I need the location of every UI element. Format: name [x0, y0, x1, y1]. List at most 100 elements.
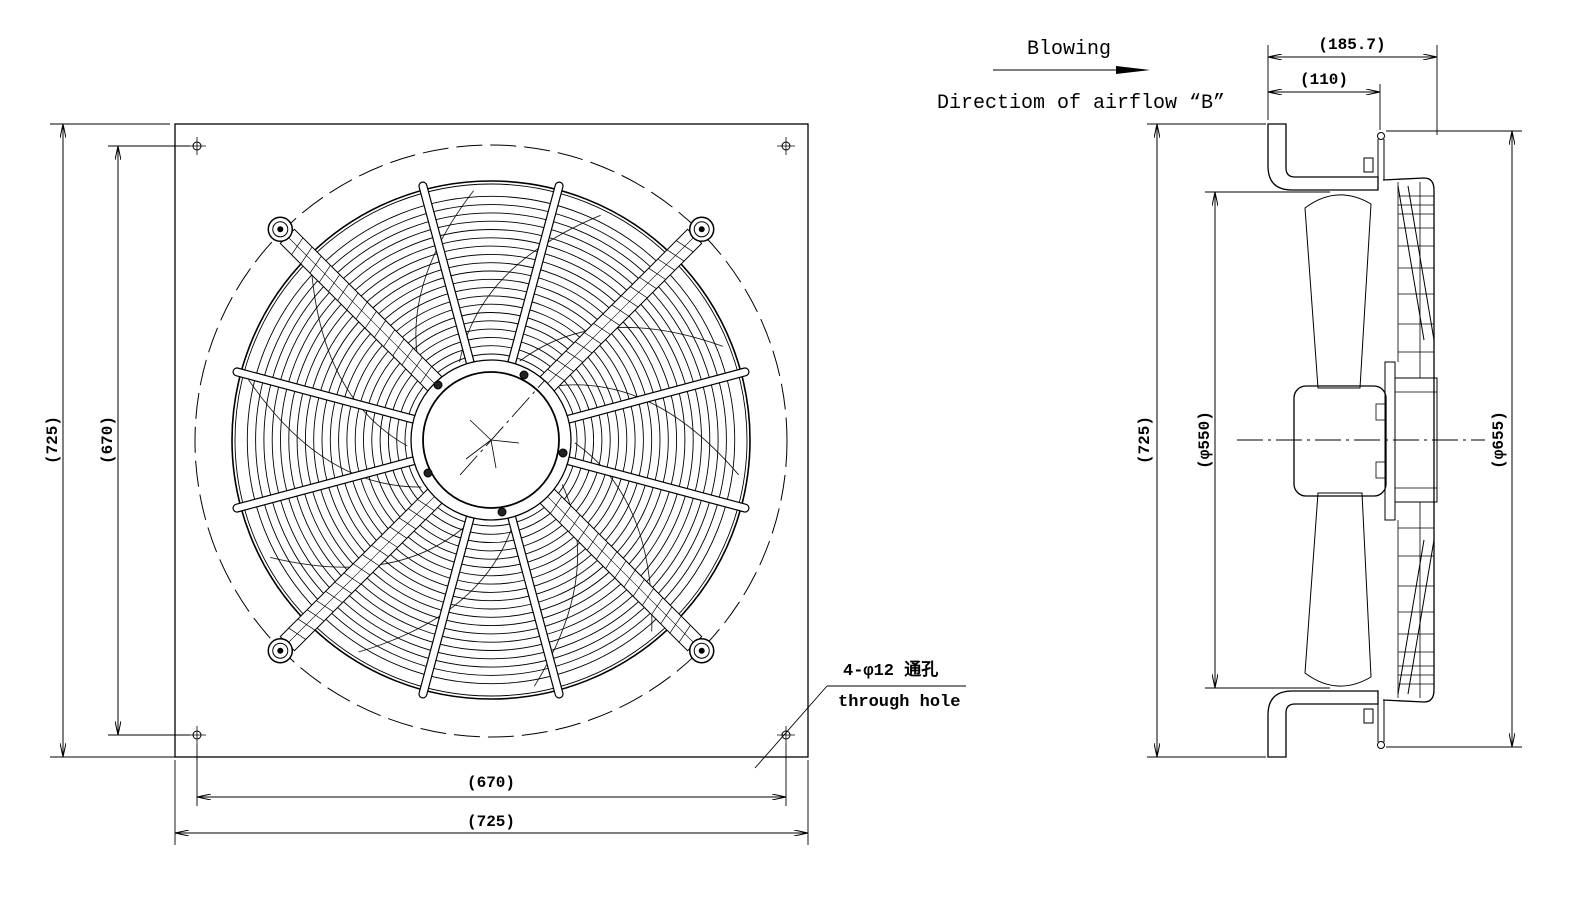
guard-ring	[338, 287, 644, 593]
hub-mark-line	[490, 439, 497, 469]
arm-center-wire	[545, 494, 695, 644]
blade-upper	[1304, 194, 1372, 389]
guard-ring	[313, 262, 669, 618]
dim-label-overall-depth: (185.7)	[1318, 36, 1385, 54]
guard-strut	[561, 367, 750, 425]
guard-ring	[379, 328, 603, 552]
motor-terminal	[1375, 403, 1386, 421]
mounting-arm	[538, 216, 715, 393]
guard-ring	[271, 220, 711, 660]
lug-bolt	[277, 647, 284, 654]
mounting-pin-top	[1377, 132, 1385, 140]
dim-label-plate-height: (725)	[44, 416, 62, 464]
dim-label-guard-diameter: (φ655)	[1490, 411, 1508, 469]
lug-hole	[693, 642, 710, 659]
dim-label-plate-height: (725)	[1136, 416, 1154, 464]
guard-ring	[296, 245, 686, 635]
dim-label-hole-spacing-vertical: (670)	[99, 416, 117, 464]
dim-label-impeller-diameter: (φ550)	[1196, 411, 1214, 469]
guard-ring	[321, 270, 661, 610]
lug-bolt	[698, 647, 705, 654]
hub-bolt	[519, 370, 529, 380]
hub-bolt	[433, 380, 443, 390]
guard-ring	[246, 195, 736, 685]
strut-core	[233, 456, 420, 512]
lug-bolt	[277, 226, 284, 233]
corner-hole-bottom-left	[188, 726, 206, 744]
mounting-arms	[267, 216, 715, 664]
guard-ring	[263, 212, 719, 668]
guard-ring	[255, 204, 727, 676]
hub-bolt	[497, 507, 507, 517]
guard-ring	[346, 295, 636, 585]
hub-mark-line	[490, 439, 520, 444]
guard-arm-edge	[1407, 185, 1435, 341]
motor-body	[1293, 385, 1387, 497]
hub-centerline	[459, 379, 546, 476]
strut-core	[562, 456, 749, 512]
guard-ring	[288, 237, 694, 643]
guard-strut	[506, 510, 564, 699]
dim-label-plate-width: (725)	[467, 813, 515, 831]
front-view: (725) (670) (670) (725) 4-φ12 通孔 through…	[44, 123, 966, 845]
guard-arm-edge	[1397, 185, 1425, 341]
strut-core	[233, 368, 420, 424]
dim-label-hole-spacing-horizontal: (670)	[467, 774, 515, 792]
side-view: Blowing Directiom of airflow “B” (185.7)…	[937, 36, 1522, 758]
guard-ring	[234, 183, 748, 697]
hole-note-english: through hole	[838, 693, 960, 712]
hole-note: 4-φ12 通孔	[843, 660, 938, 681]
strut-core	[507, 182, 563, 369]
guard-strut	[232, 367, 421, 425]
hub-bolt	[423, 468, 433, 478]
guard-outer-ring	[231, 180, 751, 700]
lug-hole	[272, 642, 289, 659]
mounting-arm	[267, 216, 444, 393]
hub-mark-line	[465, 439, 492, 460]
corner-hole-top-left	[188, 137, 206, 155]
guard-strut	[232, 455, 421, 513]
guard-strut	[506, 181, 564, 370]
lug-hole	[272, 221, 289, 238]
guard-struts	[232, 181, 750, 699]
flange-top	[1267, 123, 1379, 191]
flange-bottom	[1267, 690, 1379, 758]
strut-core	[419, 511, 475, 698]
mounting-arm	[538, 487, 715, 664]
mounting-pin-bottom	[1377, 741, 1385, 749]
dim-label-flange-to-guard: (110)	[1300, 71, 1348, 89]
corner-hole-top-right	[777, 137, 795, 155]
guard-arm-edge	[1407, 539, 1435, 695]
guard-ring	[304, 253, 678, 627]
guard-ring	[329, 278, 653, 602]
bolt-circle	[194, 144, 788, 738]
guard-ring	[404, 353, 578, 527]
mounting-plate	[174, 123, 809, 758]
guard-strut	[561, 455, 750, 513]
mounting-bolt-bottom	[1363, 708, 1374, 724]
arm-center-wire	[545, 236, 695, 386]
hub-mark-line	[469, 419, 492, 441]
corner-hole-bottom-right	[777, 726, 795, 744]
guard-ring	[396, 345, 586, 535]
guard-ring	[363, 312, 619, 568]
airflow-arrow-head	[1116, 66, 1150, 74]
guard-ring	[371, 320, 611, 560]
leader-line	[754, 685, 828, 769]
motor-terminal	[1375, 461, 1386, 479]
arm-center-wire	[287, 494, 437, 644]
lug-hole	[693, 221, 710, 238]
guard-ring	[354, 303, 628, 577]
hub-bolt	[558, 448, 568, 458]
guard-ring	[387, 336, 595, 544]
mounting-bolt-top	[1363, 157, 1374, 173]
guard-strut	[418, 510, 476, 699]
strut-core	[562, 368, 749, 424]
guard-arm-edge	[1397, 539, 1425, 695]
guard-strut	[418, 181, 476, 370]
blade-lower	[1304, 492, 1372, 687]
airflow-label: Blowing	[1027, 38, 1111, 61]
guard-ring	[280, 229, 702, 651]
guard-rings	[231, 180, 751, 700]
